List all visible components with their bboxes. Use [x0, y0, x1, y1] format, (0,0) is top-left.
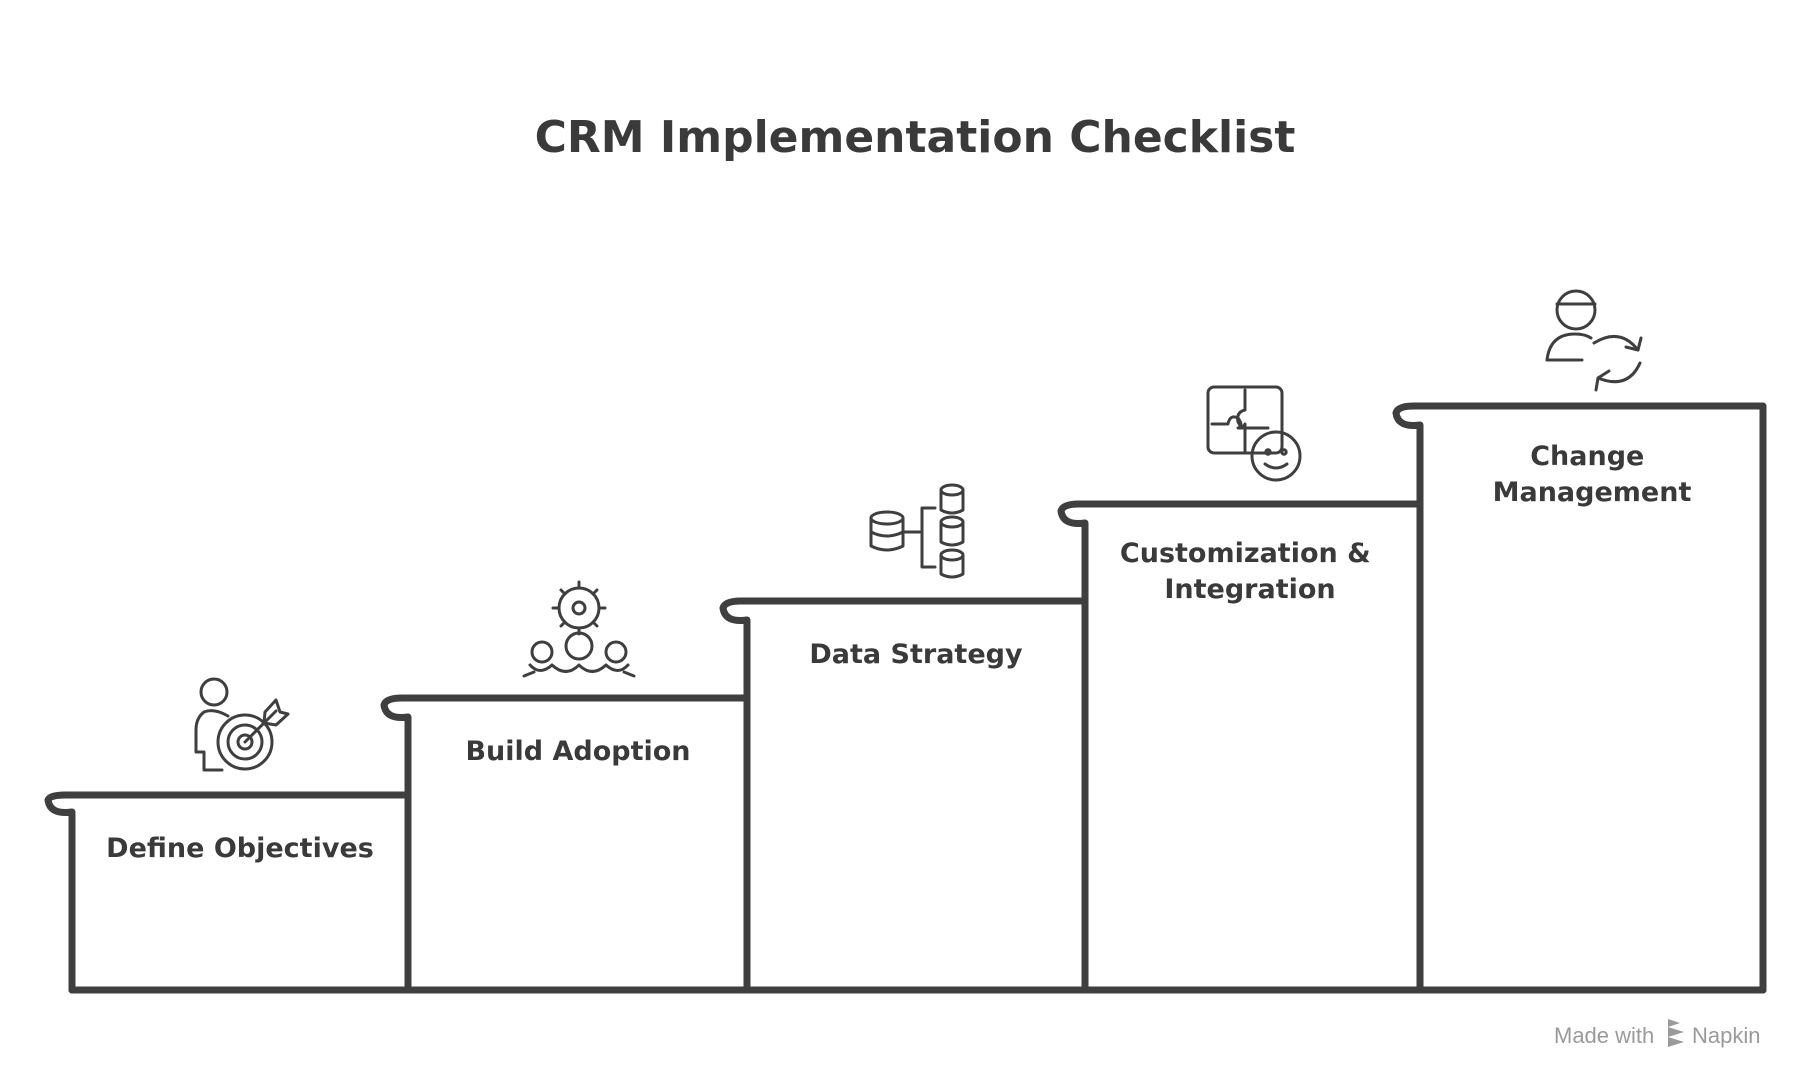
person-cycle-icon — [1545, 289, 1643, 392]
napkin-logo-icon — [1668, 1019, 1684, 1047]
step-label-data-strategy: Data Strategy — [809, 639, 1023, 670]
person-target-icon — [194, 677, 290, 772]
team-gear-icon — [522, 580, 636, 678]
diagram-title: CRM Implementation Checklist — [535, 112, 1296, 163]
watermark-prefix: Made with — [1554, 1023, 1654, 1048]
step-label-customization-integration: Customization & Integration — [1120, 538, 1380, 605]
step-define-objectives: Define Objectives — [44, 791, 412, 994]
database-hierarchy-icon — [869, 483, 965, 579]
puzzle-smiley-icon — [1206, 385, 1302, 482]
step-label-build-adoption: Build Adoption — [465, 736, 690, 767]
step-change-management: Change Management — [1392, 402, 1767, 994]
step-customization-integration: Customization & Integration — [1057, 500, 1424, 994]
watermark-brand: Napkin — [1692, 1023, 1760, 1048]
napkin-watermark: Made with Napkin — [1554, 1019, 1760, 1048]
step-data-strategy: Data Strategy — [719, 597, 1089, 994]
step-label-change-management: Change Management — [1493, 441, 1692, 508]
step-build-adoption: Build Adoption — [380, 694, 751, 994]
step-label-define-objectives: Define Objectives — [106, 833, 374, 864]
